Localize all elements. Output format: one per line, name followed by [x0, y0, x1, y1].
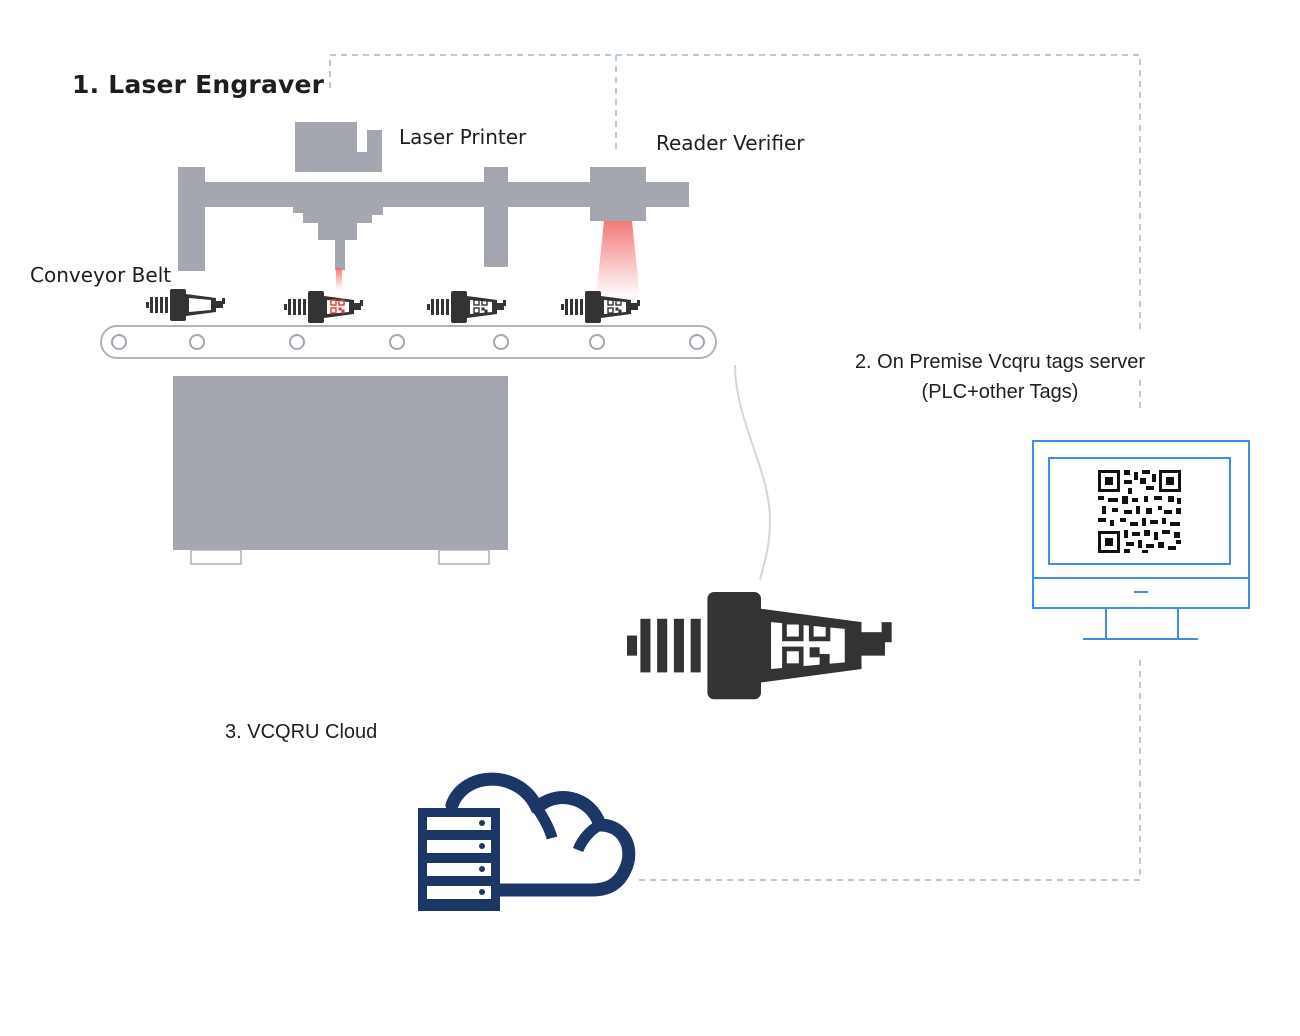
spark-plug-icon [427, 291, 506, 323]
belt-roller [493, 334, 509, 350]
belt-roller [289, 334, 305, 350]
cloud-label: 3. VCQRU Cloud [225, 721, 378, 743]
server-label-line1: 2. On Premise Vcqru tags server [854, 351, 1146, 373]
belt-roller [111, 334, 127, 350]
server-label-line2: (PLC+other Tags) [921, 381, 1079, 403]
server-label: 2. On Premise Vcqru tags server (PLC+oth… [830, 347, 1170, 407]
laser-nozzle [293, 205, 383, 240]
diagram-title: 1. Laser Engraver [72, 70, 325, 99]
reader-scan-beam [596, 221, 640, 298]
spark-plug-icon [627, 592, 892, 700]
reader-verifier-label: Reader Verifier [656, 131, 805, 155]
laser-printer-label: Laser Printer [399, 125, 527, 149]
spark-plug-icon [284, 291, 363, 323]
machine-cabinet [173, 376, 508, 550]
conveyor-belt [100, 325, 717, 359]
spark-plug-icon [146, 289, 225, 321]
belt-roller [689, 334, 705, 350]
laser-printer-head [295, 122, 357, 172]
gantry-left-leg [178, 167, 205, 271]
conveyor-belt-label: Conveyor Belt [30, 263, 172, 287]
laser-beam [336, 268, 342, 290]
monitor-screen [1048, 457, 1231, 565]
server-rack [418, 808, 500, 911]
connection-top-bus [329, 54, 1141, 330]
spark-plug-icon [561, 291, 640, 323]
belt-roller [189, 334, 205, 350]
gantry-middle-leg [484, 167, 508, 267]
qr-code-icon [1098, 470, 1181, 553]
belt-roller [389, 334, 405, 350]
cabinet-feet [190, 549, 490, 565]
laser-engraver-machine [173, 122, 689, 550]
connection-lines [329, 54, 1141, 881]
connection-server-to-cloud [635, 660, 1141, 881]
belt-roller [589, 334, 605, 350]
reader-verifier-head [590, 167, 646, 221]
server-monitor [1032, 440, 1250, 640]
cloud-outline [445, 772, 636, 897]
cloud-server-icon [418, 772, 636, 911]
connector-curve [734, 364, 772, 581]
